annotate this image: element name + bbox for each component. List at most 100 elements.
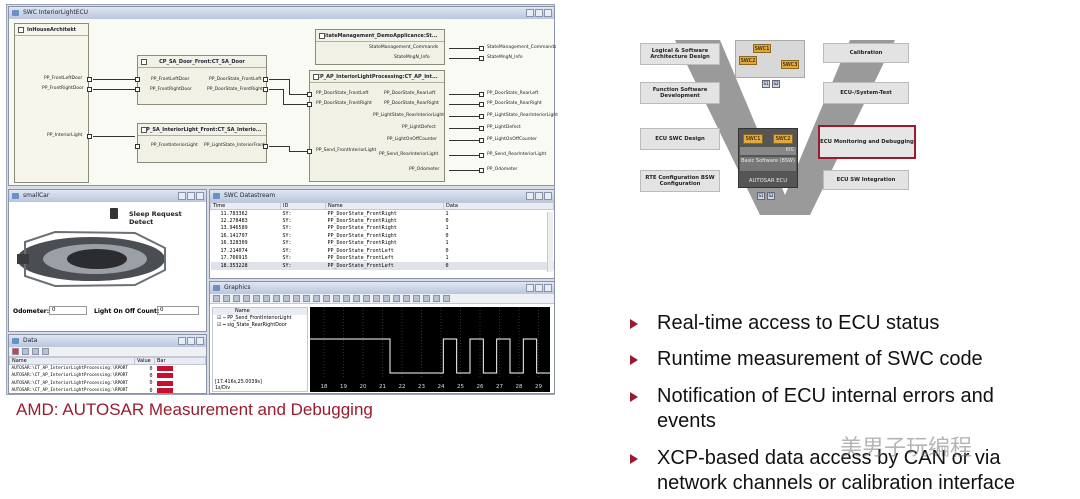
value-bar bbox=[156, 366, 173, 371]
toolbar-icon[interactable] bbox=[233, 295, 240, 302]
port-box[interactable] bbox=[479, 46, 484, 51]
column-header[interactable]: Name bbox=[325, 202, 444, 210]
maximize-button[interactable] bbox=[535, 192, 543, 200]
connector-wire bbox=[289, 151, 307, 152]
scrollbar[interactable] bbox=[547, 212, 553, 272]
port-box[interactable] bbox=[479, 153, 484, 158]
minimize-button[interactable] bbox=[526, 9, 534, 17]
toolbar-icon[interactable] bbox=[403, 295, 410, 302]
maximize-button[interactable] bbox=[187, 337, 195, 345]
close-button[interactable] bbox=[544, 9, 552, 17]
port-box[interactable] bbox=[87, 134, 92, 139]
column-header[interactable]: Data bbox=[443, 202, 554, 210]
toolbar-icon[interactable] bbox=[323, 295, 330, 302]
toolbar-icon[interactable] bbox=[313, 295, 320, 302]
component-light-processing[interactable]: CP_AP_InteriorLightProcessing:CT_AP_Int.… bbox=[309, 70, 445, 182]
toolbar-icon[interactable] bbox=[413, 295, 420, 302]
port-box[interactable] bbox=[479, 138, 484, 143]
toolbar-icon[interactable] bbox=[213, 295, 220, 302]
minimize-button[interactable] bbox=[526, 284, 534, 292]
port-box[interactable] bbox=[263, 77, 268, 82]
toolbar-icon[interactable] bbox=[363, 295, 370, 302]
inhouse-architect-box[interactable]: InHouseArchitekt bbox=[14, 23, 89, 183]
toolbar-icon[interactable] bbox=[32, 348, 39, 355]
component-interior-light[interactable]: CP_SA_InteriorLight_Front:CT_SA_Interio.… bbox=[137, 123, 267, 163]
close-button[interactable] bbox=[544, 284, 552, 292]
maximize-button[interactable] bbox=[535, 284, 543, 292]
component-door-front[interactable]: CP_SA_Door_Front:CT_SA_Door bbox=[137, 55, 267, 105]
minimize-button[interactable] bbox=[178, 192, 186, 200]
toolbar-icon[interactable] bbox=[283, 295, 290, 302]
toolbar-icon[interactable] bbox=[263, 295, 270, 302]
component-state-management[interactable]: StateManagement_DemoApplicance:St... bbox=[315, 29, 445, 65]
column-header[interactable]: Name bbox=[9, 357, 135, 365]
close-button[interactable] bbox=[196, 337, 204, 345]
toolbar-icon[interactable] bbox=[423, 295, 430, 302]
column-header[interactable]: Time bbox=[210, 202, 281, 210]
toolbar-icon[interactable] bbox=[443, 295, 450, 302]
close-button[interactable] bbox=[196, 192, 204, 200]
port-box[interactable] bbox=[87, 87, 92, 92]
odometer-field[interactable]: 0 bbox=[49, 306, 87, 315]
port-box[interactable] bbox=[307, 149, 312, 154]
toolbar-icon[interactable] bbox=[353, 295, 360, 302]
table-row[interactable]: AUTOSAR:\CT_AP_InteriorLightProcessing:\… bbox=[10, 372, 206, 380]
maximize-button[interactable] bbox=[535, 9, 543, 17]
toolbar-icon[interactable] bbox=[383, 295, 390, 302]
delete-icon[interactable] bbox=[12, 348, 19, 355]
port-label: PP_Odometer bbox=[409, 167, 440, 172]
port-box[interactable] bbox=[479, 56, 484, 61]
toolbar-icon[interactable] bbox=[303, 295, 310, 302]
port-box[interactable] bbox=[479, 168, 484, 173]
toolbar-icon[interactable] bbox=[343, 295, 350, 302]
toolbar-icon[interactable] bbox=[273, 295, 280, 302]
table-cell: 11.783362 bbox=[220, 210, 248, 217]
toolbar-icon[interactable] bbox=[393, 295, 400, 302]
signal-item[interactable]: ☑ ━ sig_State_RearRightDoor bbox=[217, 323, 287, 328]
port-box[interactable] bbox=[479, 92, 484, 97]
column-header[interactable]: ID bbox=[280, 202, 326, 210]
table-row[interactable]: AUTOSAR:\CT_AP_InteriorLightProcessing:\… bbox=[10, 380, 206, 388]
port-box[interactable] bbox=[479, 102, 484, 107]
signal-item[interactable]: ☑ ━ PP_Send_FrontInteriorLight bbox=[217, 316, 292, 321]
port-box[interactable] bbox=[263, 144, 268, 149]
port-box[interactable] bbox=[135, 87, 140, 92]
port-box[interactable] bbox=[307, 92, 312, 97]
column-header[interactable]: Bar bbox=[154, 357, 206, 365]
table-row[interactable]: AUTOSAR:\CT_AP_InteriorLightProcessing:\… bbox=[10, 387, 206, 395]
port-box[interactable] bbox=[135, 144, 140, 149]
toolbar-icon[interactable] bbox=[243, 295, 250, 302]
x-tick-label: 29 bbox=[535, 384, 542, 390]
close-button[interactable] bbox=[544, 192, 552, 200]
port-box[interactable] bbox=[87, 77, 92, 82]
toolbar-icon[interactable] bbox=[433, 295, 440, 302]
minimize-button[interactable] bbox=[526, 192, 534, 200]
toolbar-icon[interactable] bbox=[373, 295, 380, 302]
toolbar-icon[interactable] bbox=[42, 348, 49, 355]
table-row[interactable]: AUTOSAR:\CT_AP_InteriorLightProcessing:\… bbox=[10, 365, 206, 373]
light-counter-field[interactable]: 0 bbox=[157, 306, 199, 315]
port-box[interactable] bbox=[307, 102, 312, 107]
toolbar-icon[interactable] bbox=[293, 295, 300, 302]
toolbar-icon[interactable] bbox=[22, 348, 29, 355]
port-box[interactable] bbox=[263, 87, 268, 92]
port-box[interactable] bbox=[479, 114, 484, 119]
graphics-toolbar bbox=[210, 294, 554, 304]
port-box[interactable] bbox=[135, 77, 140, 82]
minimize-button[interactable] bbox=[178, 337, 186, 345]
toolbar-icon[interactable] bbox=[253, 295, 260, 302]
toolbar-icon[interactable] bbox=[333, 295, 340, 302]
column-header[interactable]: Value bbox=[134, 357, 155, 365]
toolbar-icon[interactable] bbox=[223, 295, 230, 302]
port-box[interactable] bbox=[479, 126, 484, 131]
maximize-button[interactable] bbox=[187, 192, 195, 200]
